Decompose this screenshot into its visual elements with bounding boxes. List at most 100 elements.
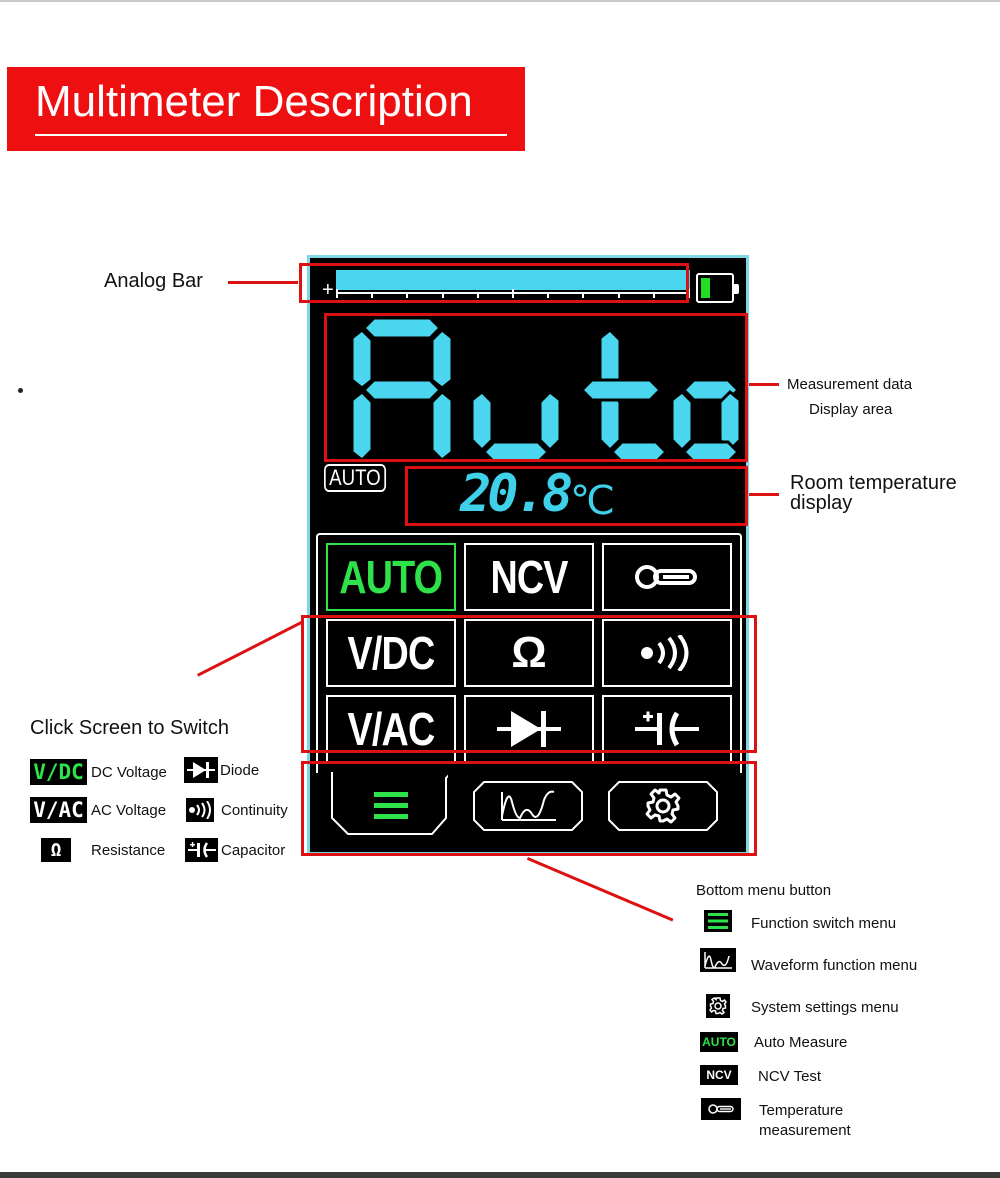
analog-plus-sign: + [322,279,334,301]
function-grid-frame [316,533,742,773]
bottom-menu-connector [526,857,674,922]
multimeter-screen: + [307,255,749,855]
auto-legend-icon: AUTO [700,1032,738,1052]
analog-bar-tick [336,289,338,298]
measurement-label-line2: Display area [809,401,893,418]
waveform-menu-button[interactable] [472,780,584,832]
waveform-legend-icon [700,948,736,972]
capacitor-icon [635,711,699,747]
vdc-button-label: V/DC [347,627,436,679]
legend-diode: Diode [184,756,259,784]
vdc-button[interactable]: V/DC [326,619,456,687]
click-switch-label: Click Screen to Switch [30,717,229,739]
room-temp-label-line1: Room temperature [790,472,957,494]
analog-bar-tick [688,289,690,298]
auto-measure-text: Auto Measure [754,1034,848,1051]
page-title: Multimeter Description [35,77,473,126]
function-menu-legend-icon [704,910,732,932]
analog-bar-tick [476,292,479,298]
function-menu-text: Function switch menu [751,915,897,932]
resistance-text: Resistance [91,841,166,859]
diode-legend-icon [184,757,218,783]
bottom-divider [0,1172,1000,1178]
measurement-connector [749,383,779,386]
ncv-test-text: NCV Test [758,1068,822,1085]
analog-bar-fill [336,270,690,290]
bullet-dot [18,388,23,393]
menu-tab-outline [331,772,448,835]
legend-ac-voltage: V/AC AC Voltage [30,796,166,824]
measurement-label-line1: Measurement data [787,376,913,393]
function-grid: AUTO NCV V/DC Ω V/AC [326,543,732,763]
omega-legend-icon: Ω [41,838,71,862]
switch-callout-box [301,615,757,753]
function-switch-menu-button[interactable] [330,770,448,836]
room-temp-connector [749,493,779,496]
analog-bar-tick [371,292,374,298]
temperature-unit: ℃ [570,478,615,524]
resistance-button-label: Ω [511,628,547,677]
battery-level [701,278,710,298]
legend-capacitor: Capacitor [185,836,285,864]
auto-range-badge: AUTO [324,464,386,492]
room-temperature-display: 20.8 ℃ [460,464,680,534]
bottom-menu-callout-box [301,761,757,856]
analog-bar-label: Analog Bar [104,270,203,292]
analog-bar-tick [547,292,550,298]
ncv-button-label: NCV [490,551,568,603]
waveform-menu-text: Waveform function menu [751,957,918,974]
temperature-value: 20.8 [460,464,573,524]
legend-continuity: Continuity [186,796,288,824]
gear-icon [608,781,718,831]
capacitor-text: Capacitor [221,841,286,859]
continuity-icon [641,635,689,671]
capacitor-legend-icon [185,838,218,862]
bottom-menu-heading: Bottom menu button [696,882,832,899]
analog-bar-tick [441,292,444,298]
continuity-legend-icon [186,798,214,822]
thermometer-key-icon [635,565,697,589]
resistance-button[interactable]: Ω [464,619,594,687]
temperature-text-line1: Temperature [759,1102,844,1119]
mode-text-segments [350,316,742,464]
legend-dc-voltage: V/DC DC Voltage [30,758,167,786]
top-divider [0,0,1000,2]
ncv-button[interactable]: NCV [464,543,594,611]
vdc-legend-icon: V/DC [30,759,87,785]
analog-bar-connector [228,281,298,284]
room-temp-callout-box [405,466,748,526]
measurement-display [350,316,742,464]
diode-text: Diode [220,761,260,779]
analog-bar-tick [617,292,620,298]
ac-voltage-text: AC Voltage [91,801,167,819]
vac-legend-icon: V/AC [30,797,87,823]
auto-button[interactable]: AUTO [326,543,456,611]
room-temp-label-line2: display [790,492,853,514]
settings-legend-icon [706,994,730,1018]
hamburger-icon [374,792,408,822]
analog-bar-tick [406,292,409,298]
ncv-legend-icon: NCV [700,1065,738,1085]
continuity-button[interactable] [602,619,732,687]
auto-button-label: AUTO [339,551,444,603]
title-banner: Multimeter Description [7,67,525,151]
vac-button-label: V/AC [347,703,436,755]
analog-bar-tick [582,292,585,298]
analog-bar-callout-box [299,263,689,303]
continuity-text: Continuity [221,801,288,819]
waveform-icon [473,781,583,831]
battery-icon [696,273,739,303]
analog-bar-tick [512,289,514,298]
legend-resistance: Ω Resistance [41,836,165,864]
analog-bar-tick [652,292,655,298]
settings-menu-text: System settings menu [751,999,899,1016]
switch-connector [197,620,303,677]
measurement-callout-box [324,313,748,462]
temperature-legend-icon [701,1098,741,1120]
system-settings-menu-button[interactable] [607,780,719,832]
title-underline [35,134,507,136]
temperature-text-line2: measurement [759,1122,851,1139]
temperature-button[interactable] [602,543,732,611]
diode-icon [497,711,561,747]
dc-voltage-text: DC Voltage [91,763,167,781]
